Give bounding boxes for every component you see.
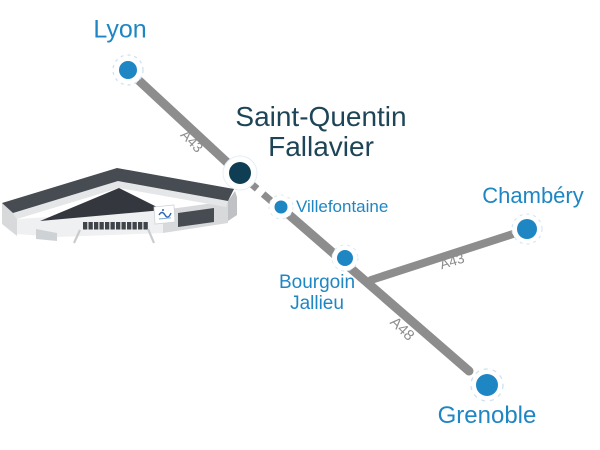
warehouse-window-band [178, 208, 214, 227]
chambery-dot [517, 219, 537, 239]
lyon-label: Lyon [93, 15, 147, 44]
warehouse-dock-doors [83, 222, 148, 230]
grenoble-label: Grenoble [437, 402, 537, 429]
canopy-support-legs [73, 228, 156, 244]
warehouse-canopy-shadow [40, 188, 163, 221]
warehouse-roof [2, 168, 234, 213]
saint-quentin-fallavier-label-line1: Saint-Quentin [235, 101, 407, 132]
road-a43-chambery [367, 230, 517, 284]
warehouse-left-wall [2, 203, 17, 236]
warehouse-left-annex [36, 229, 57, 241]
warehouse-roof-fascia [13, 181, 228, 219]
villefontaine-label: Villefontaine [296, 197, 389, 216]
city-halos [112, 54, 543, 402]
bourgoin-jallieu-label-line1: Bourgoin [278, 272, 356, 293]
saint-quentin-fallavier-label-line2: Fallavier [268, 131, 374, 162]
bourgoin-jallieu-label-line2: Jallieu [290, 293, 344, 314]
saint-quentin-fallavier-label: Saint-Quentin Fallavier [235, 102, 406, 162]
grenoble-dot [476, 374, 498, 396]
road-a43-lyon [129, 71, 237, 172]
warehouse-right-end [228, 191, 237, 221]
road-a48-grenoble [282, 208, 474, 376]
chambery-label: Chambéry [482, 183, 584, 208]
blue-logo-sign [153, 204, 176, 225]
saint-quentin-fallavier-dot [229, 162, 251, 184]
lyon-dot [119, 61, 137, 79]
bourgoin-jallieu-dot [337, 250, 353, 266]
villefontaine-dot [274, 200, 288, 214]
warehouse-building-illustration [2, 168, 237, 244]
bourgoin-jallieu-label: Bourgoin Jallieu [279, 272, 355, 314]
